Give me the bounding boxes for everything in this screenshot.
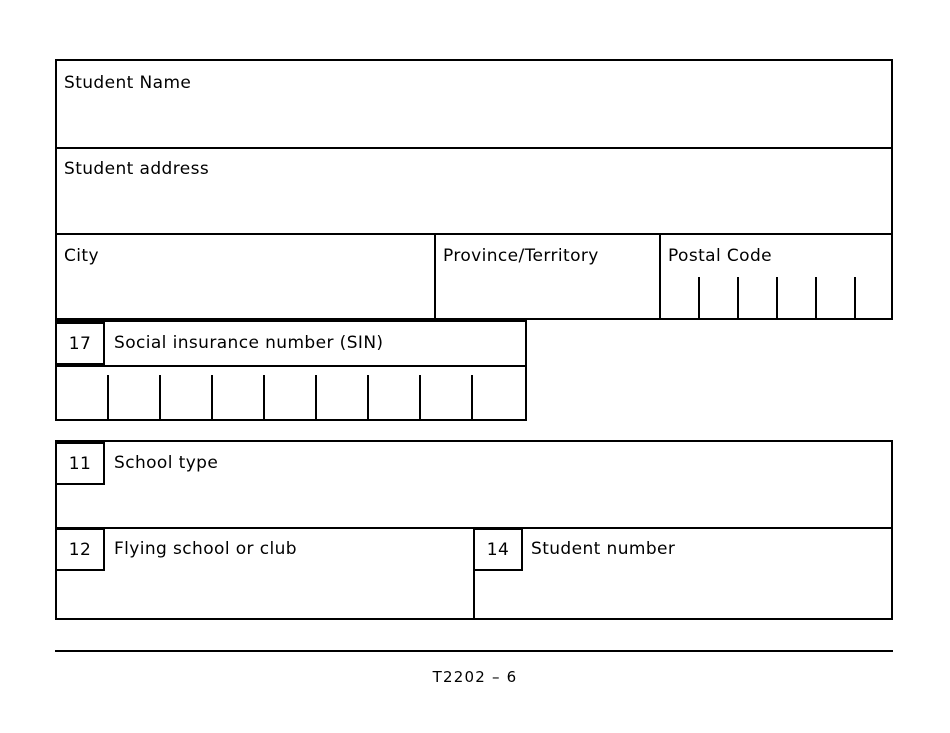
sin-tick [263,375,265,419]
box-number-17-value: 17 [68,333,92,354]
sin-tick [315,375,317,419]
postal-code-label: Postal Code [668,246,773,266]
sin-tick [367,375,369,419]
postal-code-tick [854,277,856,318]
box-number-14-value: 14 [486,539,510,560]
box-number-17: 17 [55,322,105,365]
sin-label: Social insurance number (SIN) [114,333,384,353]
student-address-input-area[interactable] [57,182,891,230]
sin-tick [419,375,421,419]
box-number-14: 14 [473,528,523,571]
sin-tick [471,375,473,419]
footer-form-code: T2202 – 6 [432,668,518,686]
postal-code-tick [698,277,700,318]
city-input-area[interactable] [57,270,432,317]
school-type-label: School type [114,453,219,473]
province-territory-label: Province/Territory [443,246,599,266]
school-type-input-area[interactable] [57,487,891,524]
student-number-label: Student number [531,539,676,559]
box-number-12-value: 12 [68,539,92,560]
student-address-label: Student address [64,159,210,179]
postal-code-tick [815,277,817,318]
footer-rule [55,650,893,652]
row-divider-address-city [57,233,891,235]
col-divider-city-province [434,233,436,318]
student-number-input-area[interactable] [525,573,891,617]
sin-tick [107,375,109,419]
col-divider-flyingschool-studentnumber [473,527,475,618]
city-label: City [64,246,99,266]
flying-school-or-club-input-area[interactable] [57,573,471,617]
box-number-11-value: 11 [68,453,92,474]
student-name-input-area[interactable] [57,96,891,144]
sin-tick [159,375,161,419]
sin-comb[interactable] [57,367,525,419]
box-number-12: 12 [55,528,105,571]
flying-school-or-club-label: Flying school or club [114,539,297,559]
student-name-label: Student Name [64,73,192,93]
row-divider-name-address [57,147,891,149]
province-territory-input-area[interactable] [436,270,658,317]
col-divider-province-postal [659,233,661,318]
sin-table [55,320,527,421]
student-identification-table [55,59,893,320]
postal-code-comb[interactable] [661,270,891,318]
postal-code-tick [737,277,739,318]
box-number-11: 11 [55,442,105,485]
postal-code-tick [776,277,778,318]
sin-tick [211,375,213,419]
sin-row-divider [57,365,525,367]
